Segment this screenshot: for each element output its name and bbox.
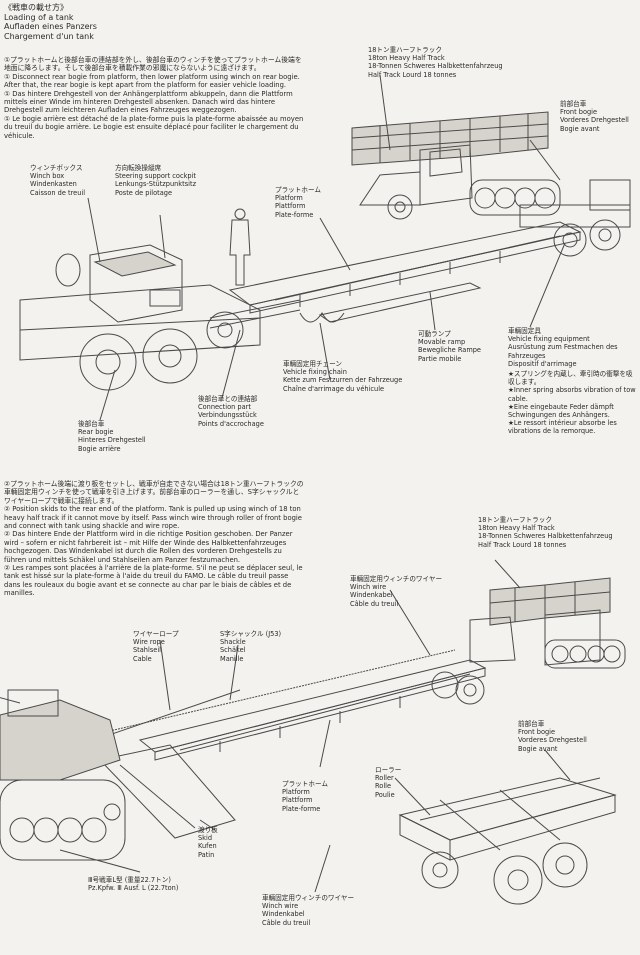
step1-text-fr: ① Le bogie arrière est détaché de la pla… bbox=[4, 114, 304, 140]
label-halftrack-top: 18トン重ハーフトラック 18ton Heavy Half Track 18-T… bbox=[368, 46, 503, 79]
label-fixing-chain: 車輛固定用チェーン Vehicle fixing chain Kette zum… bbox=[283, 360, 403, 393]
rear-bogie-top-drawing bbox=[19, 244, 301, 391]
label-front-bogie-bottom: 前部台車 Front bogie Vorderes Drehgestell Bo… bbox=[518, 720, 587, 753]
label-tank: Ⅲ号戦車L型 (重量22.7トン) Pz.Kpfw. Ⅲ Ausf. L (22… bbox=[88, 876, 179, 893]
leader-lines-bottom bbox=[59, 559, 571, 893]
platform-top-drawing bbox=[228, 221, 582, 323]
tank-drawing bbox=[0, 689, 126, 861]
step1-text-de: ① Das hintere Drehgestell von der Anhäng… bbox=[4, 89, 293, 115]
header-title-de: Aufladen eines Panzers bbox=[4, 22, 97, 32]
step2-text-en: ② Position skids to the rear end of the … bbox=[4, 505, 302, 531]
label-wire-rope: ワイヤーロープ Wire rope Stahlseil Cable bbox=[133, 630, 179, 663]
header-title-fr: Chargement d'un tank bbox=[4, 31, 94, 41]
platform-bottom-drawing bbox=[79, 649, 487, 839]
header-title-jp: 《戦車の載せ方》 bbox=[4, 3, 68, 12]
label-front-bogie-top: 前部台車 Front bogie Vorderes Drehgestell Bo… bbox=[560, 100, 629, 133]
step1-text-en: ① Disconnect rear bogie from platform, t… bbox=[4, 72, 300, 90]
step1-text-jp: ①プラットホームと後部台車の連結部を外し、後部台車のウィンチを使ってプラットホー… bbox=[4, 56, 302, 73]
label-winch-box: ウィンチボックス Winch box Windenkasten Caisson … bbox=[30, 164, 86, 197]
label-halftrack-bottom: 18トン重ハーフトラック 18ton Heavy Half Track 18-T… bbox=[478, 516, 613, 549]
label-platform-top: プラットホーム Platform Plattform Plate-forme bbox=[275, 186, 321, 219]
front-bogie-bottom-drawing bbox=[398, 777, 617, 905]
soldier-figure bbox=[229, 208, 251, 286]
label-fixing-equipment: 車輛固定具 Vehicle fixing equipment Ausrüstun… bbox=[508, 327, 618, 368]
step2-text-de: ② Das hintere Ende der Plattform wird in… bbox=[4, 530, 293, 564]
step1-instructions: ①プラットホームと後部台車の連結部を外し、後部台車のウィンチを使ってプラットホー… bbox=[4, 56, 304, 140]
label-movable-ramp: 可動ランプ Movable ramp Bewegliche Rampe Part… bbox=[418, 330, 481, 363]
label-winch-wire: 車輛固定用ウィンチのワイヤー Winch wire Windenkabel Câ… bbox=[350, 575, 443, 608]
header-title-en: Loading of a tank bbox=[4, 12, 74, 22]
label-rear-bogie: 後部台車 Rear bogie Hinteres Drehgestell Bog… bbox=[78, 420, 146, 453]
section-header: 《戦車の載せ方》 Loading of a tank Aufladen eine… bbox=[4, 3, 234, 41]
leader-lines-top bbox=[87, 74, 566, 421]
label-roller: ローラー Roller Rolle Poulie bbox=[375, 766, 402, 799]
label-winch-wire-bottom: 車輛固定用ウィンチのワイヤー Winch wire Windenkabel Câ… bbox=[262, 894, 355, 927]
label-platform-bottom: プラットホーム Platform Plattform Plate-forme bbox=[282, 780, 328, 813]
label-skid: 渡り板 Skid Kufen Patin bbox=[198, 826, 218, 859]
halftrack-bottom-drawing bbox=[431, 577, 626, 705]
halftrack-top-drawing bbox=[351, 111, 631, 257]
step2-text-jp: ②プラットホーム後端に渡り板をセットし、戦車が自走できない場合は18トン重ハーフ… bbox=[4, 480, 304, 505]
step2-instructions: ②プラットホーム後端に渡り板をセットし、戦車が自走できない場合は18トン重ハーフ… bbox=[4, 480, 304, 598]
label-spring-note: ★スプリングを内蔵し、牽引時の衝撃を吸収します。 ★Inner spring a… bbox=[508, 370, 636, 436]
label-shackle: S字シャックル (J53) Shackle Schäkel Manille bbox=[220, 630, 282, 663]
step2-text-fr: ② Les rampes sont placées à l'arrière de… bbox=[4, 564, 303, 598]
label-connection-part: 後部台車との連結部 Connection part Verbindungsstü… bbox=[198, 395, 264, 428]
label-steering-cockpit: 方向転換操縦席 Steering support cockpit Lenkung… bbox=[115, 164, 197, 197]
